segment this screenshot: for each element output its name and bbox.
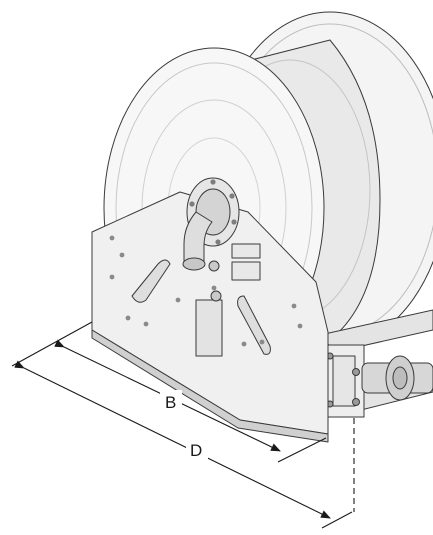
- frame-nut: [210, 290, 222, 302]
- label-plate: [231, 243, 261, 259]
- rear-swivel-nut: [392, 366, 408, 390]
- swivel-outlet: [182, 257, 206, 271]
- extension-line: [277, 437, 327, 463]
- dimension-arrow-d: [14, 360, 331, 519]
- frame-window: [195, 299, 223, 357]
- label-plate: [231, 261, 261, 281]
- frame-slot-left: [131, 259, 171, 303]
- bracket-bolt: [352, 398, 360, 406]
- label-backdrop: [160, 390, 182, 412]
- frame-bolts: [109, 235, 303, 347]
- frame-nut: [208, 260, 220, 272]
- extension-line: [11, 321, 93, 367]
- end-bracket-inner: [332, 355, 356, 407]
- extension-line: [321, 511, 353, 529]
- dimension-label-b: B: [165, 393, 176, 412]
- label-backdrop: [186, 438, 208, 460]
- dimension-label-d: D: [190, 441, 202, 460]
- bracket-bolt: [352, 368, 360, 376]
- reel-illustration: [91, 11, 433, 443]
